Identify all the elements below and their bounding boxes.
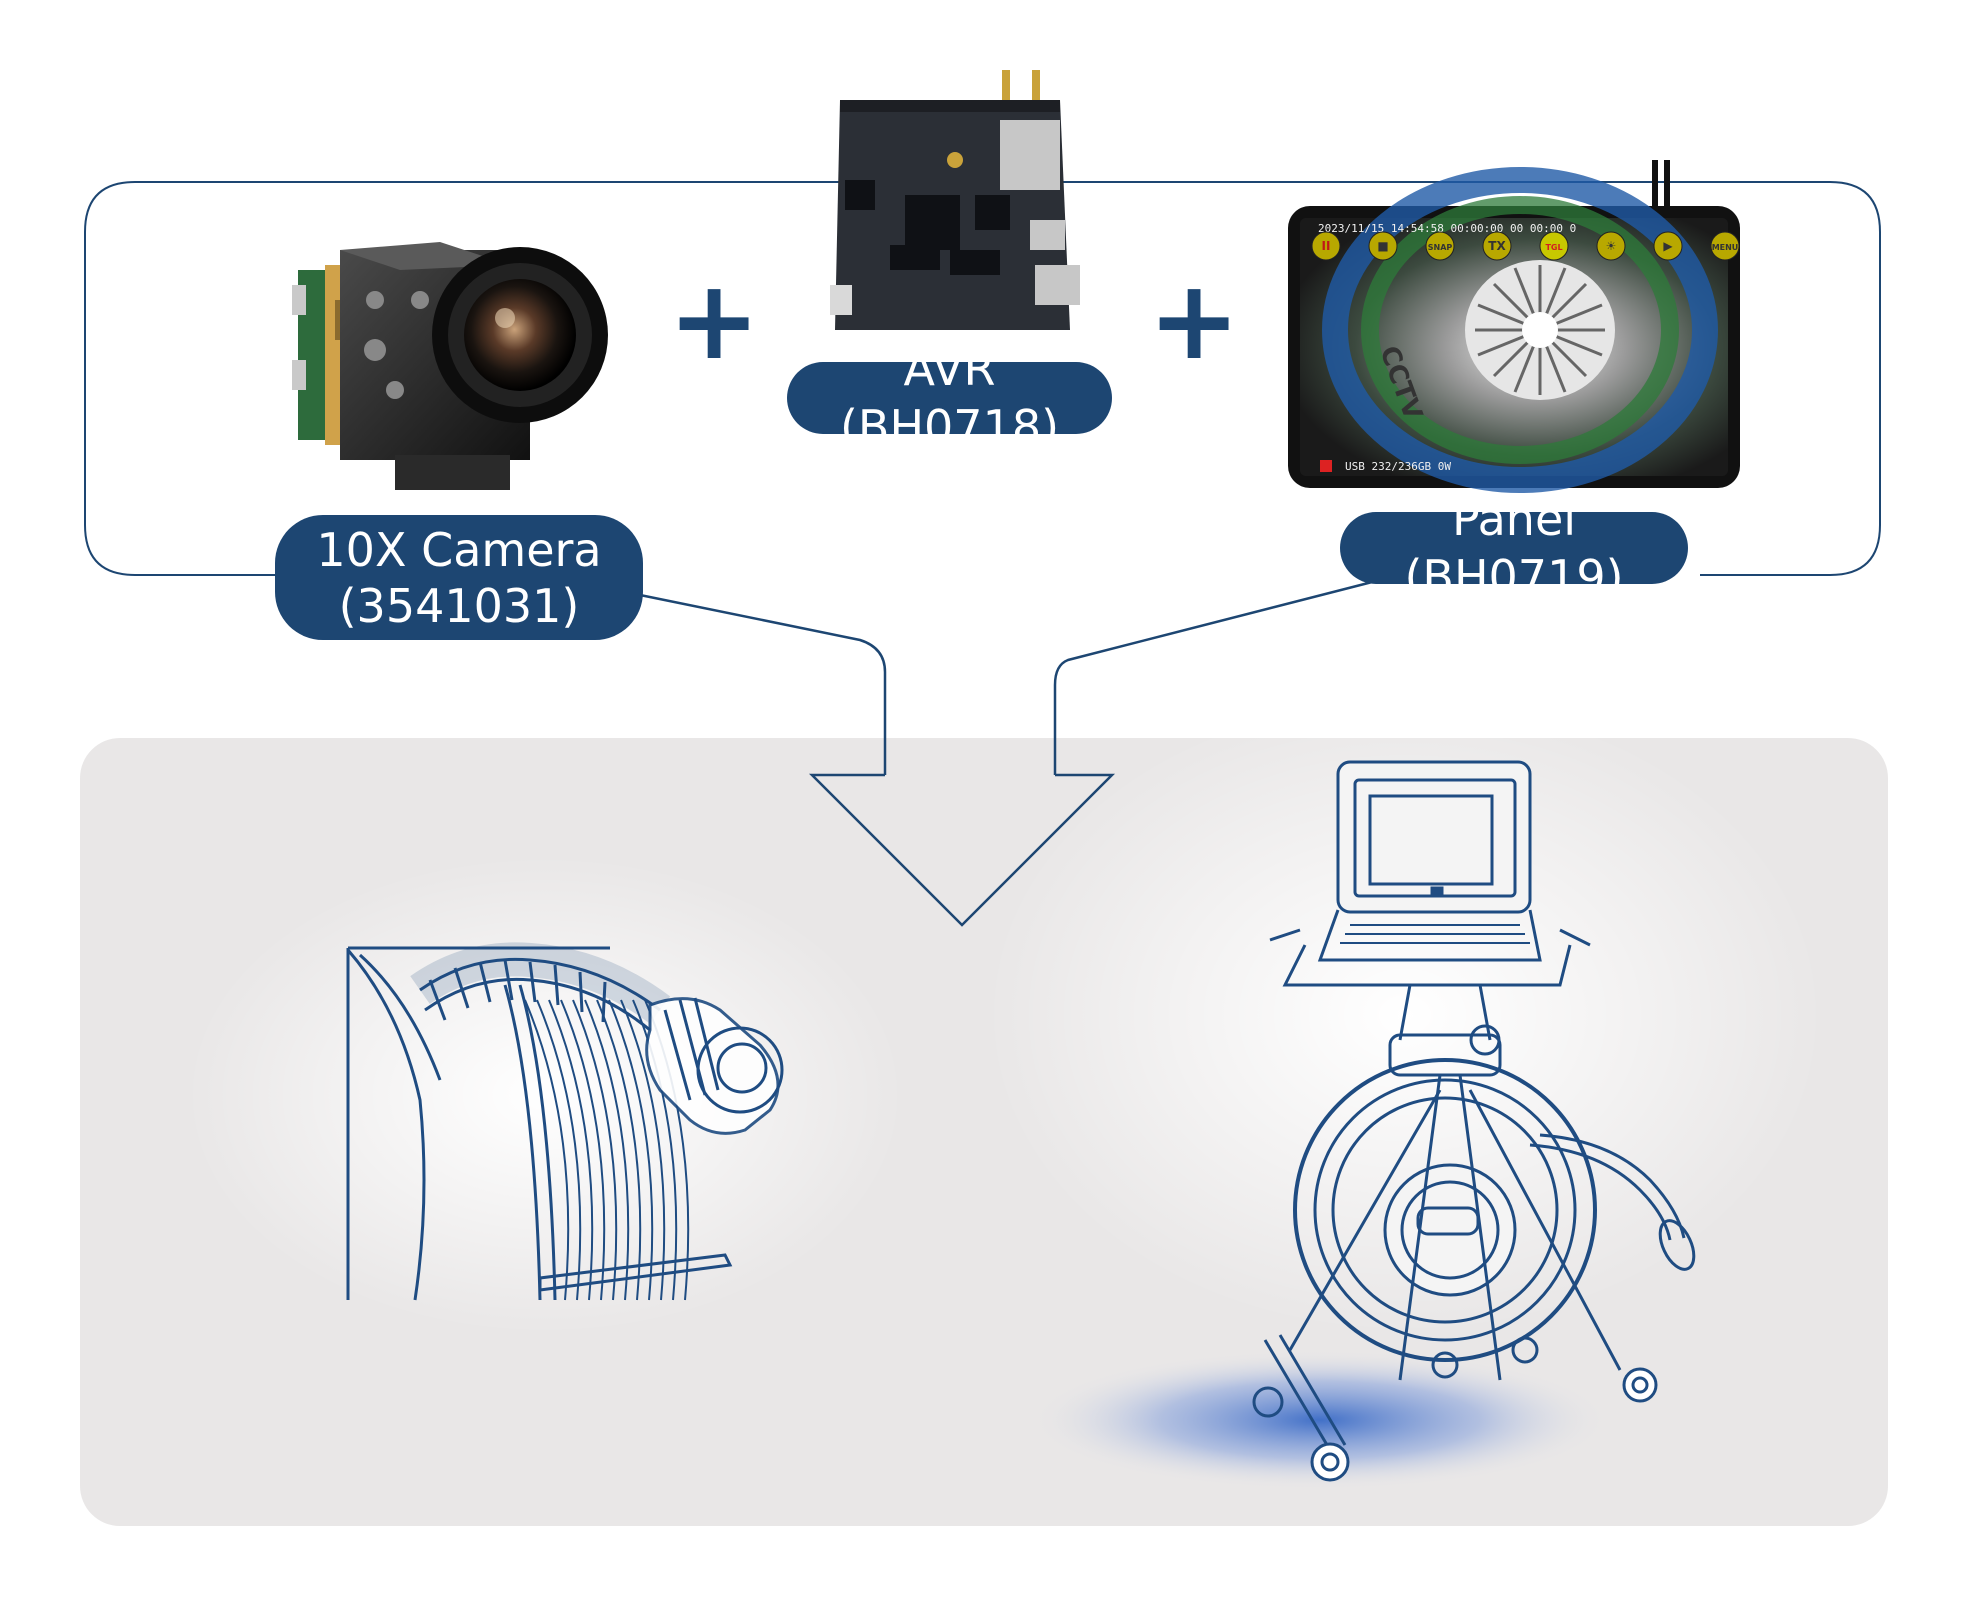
panel-screen-button-label: MENU — [1712, 243, 1739, 252]
component-frame — [84, 181, 1881, 576]
panel-label: Panel (BH0719) — [1340, 492, 1688, 604]
camera-label: 10X Camera (3541031) — [275, 515, 643, 640]
reel-cable-line — [524, 999, 570, 1301]
panel-image: 2023/11/15 14:54:58 00:00:00 00 00:00 0 … — [1288, 160, 1740, 493]
reel-cable-line — [608, 999, 654, 1301]
reel-cable-line — [596, 999, 642, 1301]
panel-timestamp: 2023/11/15 14:54:58 00:00:00 00 00:00 0 — [1318, 222, 1576, 235]
panel-screen-button — [1710, 231, 1740, 261]
reel-cable-line — [632, 999, 678, 1301]
panel-screen-button-label: ▶ — [1663, 239, 1673, 253]
panel-screen-button-label: SNAP — [1428, 243, 1453, 252]
reel-cable-line — [560, 999, 606, 1301]
panel-screen-button — [1539, 231, 1569, 261]
inspection-cart-drawing — [1252, 760, 1696, 1482]
avr-label: AVR (BH0718) — [787, 342, 1112, 454]
panel-screen-button — [1482, 231, 1512, 261]
panel-screen-button — [1596, 231, 1626, 261]
connector-right — [1053, 578, 1381, 775]
panel-screen-button-label: ☀ — [1606, 239, 1617, 253]
reel-cable-line — [572, 999, 618, 1301]
panel-screen-button-label: ■ — [1377, 239, 1388, 253]
reel-cable-line — [620, 999, 666, 1301]
panel-screen-button — [1311, 231, 1341, 261]
panel-screen-button-label: TX — [1488, 239, 1506, 253]
reel-closeup-drawing — [346, 942, 784, 1301]
connector-left — [639, 593, 887, 775]
panel-screen-button — [1425, 231, 1455, 261]
panel-status: USB 232/236GB 0W — [1345, 460, 1451, 473]
panel-screen-button-label: II — [1322, 239, 1331, 253]
avr-board-image — [830, 70, 1080, 330]
panel-screen-button — [1653, 231, 1683, 261]
reel-cable-line — [536, 999, 582, 1301]
plus-sign-1: + — [668, 256, 761, 384]
blue-glow — [1030, 1350, 1610, 1490]
panel-screen-button — [1368, 231, 1398, 261]
plus-sign-2: + — [1148, 256, 1241, 384]
camera-image — [292, 242, 608, 490]
reel-cable-line — [548, 999, 594, 1301]
reel-cable-line — [584, 999, 630, 1301]
panel-screen-button-label: TGL — [1545, 243, 1562, 252]
down-arrow — [808, 773, 1116, 927]
